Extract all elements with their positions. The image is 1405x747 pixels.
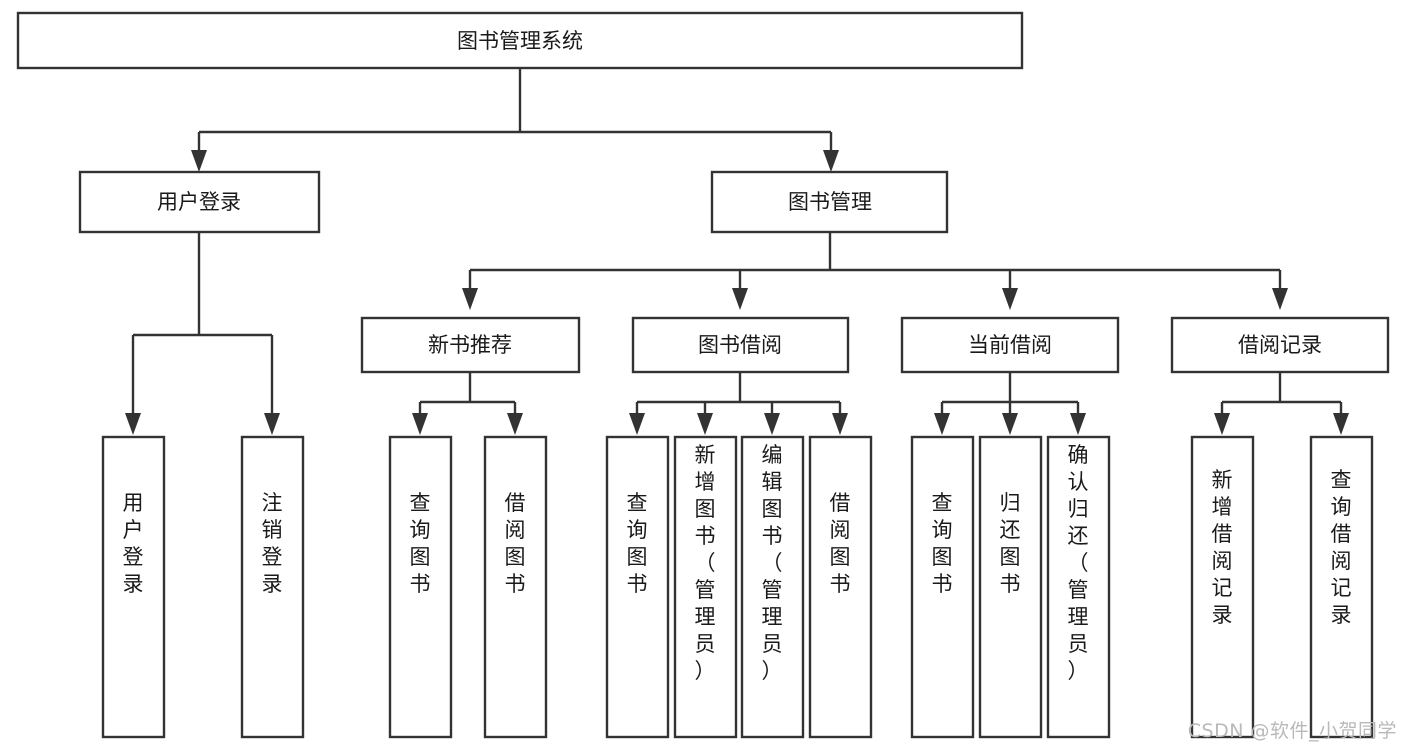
leaf-user-login-2-box[interactable]	[240, 435, 305, 739]
arrow-icon-to-new-book-recommend	[462, 288, 478, 310]
arrow-icon-cb-leaf-1	[934, 413, 950, 435]
leaf-user-login-1-label: 用户登录	[123, 491, 144, 596]
arrow-icon-to-current-borrow	[1002, 288, 1018, 310]
leaf-current-borrow-3-label: 确认归还（管理员）	[1068, 443, 1089, 683]
leaf-borrow-record-2-box[interactable]	[1309, 435, 1374, 739]
arrow-icon-user-login-leaf-1	[125, 413, 141, 435]
node-borrow-record[interactable]: 借阅记录	[1170, 316, 1390, 374]
arrow-icon-cb-leaf-3	[1070, 413, 1086, 435]
arrow-icon-bb-leaf-4	[832, 413, 848, 435]
arrow-icon-user-login-leaf-2	[264, 413, 280, 435]
leaf-current-borrow-1[interactable]: 查询图书	[910, 435, 975, 739]
leaf-new-book-recommend-1-box[interactable]	[388, 435, 453, 739]
connector-layer	[125, 68, 1349, 435]
leaf-book-borrow-4[interactable]: 借阅图书	[808, 435, 873, 739]
node-book-manage-box[interactable]	[710, 170, 949, 234]
node-new-book-recommend[interactable]: 新书推荐	[360, 316, 581, 374]
leaf-book-borrow-2-label: 新增图书（管理员）	[695, 443, 716, 683]
leaf-borrow-record-2[interactable]: 查询借阅记录	[1309, 435, 1374, 739]
node-book-manage[interactable]: 图书管理	[710, 170, 949, 234]
leaf-current-borrow-2-label: 归还图书	[1000, 491, 1021, 596]
leaf-book-borrow-3-box[interactable]	[740, 435, 805, 739]
leaf-borrow-record-1-label: 新增借阅记录	[1212, 468, 1233, 627]
leaf-book-borrow-2[interactable]: 新增图书（管理员）	[673, 435, 738, 739]
leaf-book-borrow-3[interactable]: 编辑图书（管理员）	[740, 435, 805, 739]
node-current-borrow[interactable]: 当前借阅	[900, 316, 1120, 374]
node-root-label: 图书管理系统	[457, 29, 583, 53]
node-new-book-recommend-label: 新书推荐	[428, 333, 512, 357]
leaf-current-borrow-3-box[interactable]	[1046, 435, 1111, 739]
leaf-new-book-recommend-2[interactable]: 借阅图书	[483, 435, 548, 739]
node-book-manage-label: 图书管理	[788, 190, 872, 214]
leaf-new-book-recommend-2-box[interactable]	[483, 435, 548, 739]
node-current-borrow-box[interactable]	[900, 316, 1120, 374]
leaf-book-borrow-1-label: 查询图书	[627, 491, 648, 596]
leaf-book-borrow-2-box[interactable]	[673, 435, 738, 739]
leaf-user-login-2[interactable]: 注销登录	[240, 435, 305, 739]
leaf-new-book-recommend-1-label: 查询图书	[410, 491, 431, 596]
node-borrow-record-box[interactable]	[1170, 316, 1390, 374]
node-root[interactable]: 图书管理系统	[16, 11, 1024, 70]
node-book-borrow[interactable]: 图书借阅	[631, 316, 850, 374]
arrow-icon-nbr-leaf-1	[412, 413, 428, 435]
arrow-icon-bb-leaf-1	[629, 413, 645, 435]
leaf-book-borrow-4-box[interactable]	[808, 435, 873, 739]
node-borrow-record-label: 借阅记录	[1238, 333, 1322, 357]
arrow-icon-nbr-leaf-2	[507, 413, 523, 435]
arrow-icon-br-leaf-2	[1333, 413, 1349, 435]
arrow-icon-to-borrow-record	[1272, 288, 1288, 310]
leaf-borrow-record-2-label: 查询借阅记录	[1331, 468, 1352, 627]
node-root-box[interactable]	[16, 11, 1024, 70]
leaf-new-book-recommend-1[interactable]: 查询图书	[388, 435, 453, 739]
leaf-borrow-record-1-box[interactable]	[1190, 435, 1255, 739]
arrow-icon-root-to-book-manage	[823, 150, 839, 172]
csdn-watermark: CSDN @软件_小贺同学	[1187, 720, 1397, 742]
node-user-login[interactable]: 用户登录	[78, 170, 321, 234]
arrow-icon-cb-leaf-2	[1002, 413, 1018, 435]
node-current-borrow-label: 当前借阅	[968, 333, 1052, 357]
leaf-user-login-2-label: 注销登录	[262, 491, 283, 596]
arrow-icon-br-leaf-1	[1214, 413, 1230, 435]
leaf-new-book-recommend-2-label: 借阅图书	[505, 491, 526, 596]
leaf-borrow-record-1[interactable]: 新增借阅记录	[1190, 435, 1255, 739]
leaf-user-login-1[interactable]: 用户登录	[101, 435, 166, 739]
leaf-book-borrow-1[interactable]: 查询图书	[605, 435, 670, 739]
node-user-login-box[interactable]	[78, 170, 321, 234]
leaf-current-borrow-1-label: 查询图书	[932, 491, 953, 596]
leaf-current-borrow-2-box[interactable]	[978, 435, 1043, 739]
node-new-book-recommend-box[interactable]	[360, 316, 581, 374]
node-book-borrow-label: 图书借阅	[698, 333, 782, 357]
arrow-icon-bb-leaf-3	[764, 413, 780, 435]
arrow-icon-bb-leaf-2	[697, 413, 713, 435]
leaf-user-login-1-box[interactable]	[101, 435, 166, 739]
node-user-login-label: 用户登录	[157, 190, 241, 214]
arrow-icon-root-to-user-login	[191, 150, 207, 172]
leaf-current-borrow-1-box[interactable]	[910, 435, 975, 739]
leaf-book-borrow-4-label: 借阅图书	[830, 491, 851, 596]
leaf-book-borrow-3-label: 编辑图书（管理员）	[762, 443, 783, 683]
leaf-book-borrow-1-box[interactable]	[605, 435, 670, 739]
node-book-borrow-box[interactable]	[631, 316, 850, 374]
leaf-current-borrow-2[interactable]: 归还图书	[978, 435, 1043, 739]
leaf-current-borrow-3[interactable]: 确认归还（管理员）	[1046, 435, 1111, 739]
arrow-icon-to-book-borrow	[732, 288, 748, 310]
